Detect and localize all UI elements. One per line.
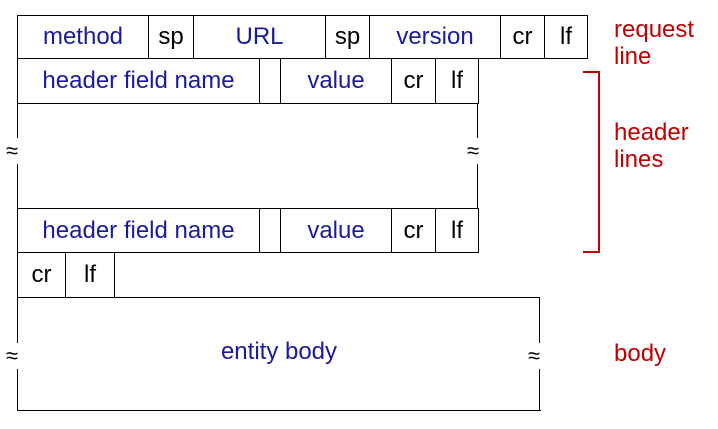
body-label: body bbox=[614, 340, 667, 367]
header-lf: lf bbox=[435, 58, 479, 104]
sp-field-2: sp bbox=[325, 15, 370, 59]
method-field: method bbox=[17, 15, 149, 59]
lf-field: lf bbox=[544, 15, 588, 59]
header-separator bbox=[259, 58, 281, 104]
header-cr: cr bbox=[391, 58, 436, 104]
body-left-squiggle: ≈ bbox=[6, 343, 19, 369]
entity-body-label: entity body bbox=[220, 338, 338, 365]
header-field-name: header field name bbox=[17, 208, 260, 253]
header-cr: cr bbox=[391, 208, 436, 253]
header-lines-label: header lines bbox=[614, 119, 689, 173]
url-field: URL bbox=[193, 15, 326, 59]
header-value: value bbox=[280, 58, 392, 104]
body-right-squiggle: ≈ bbox=[528, 343, 541, 369]
blank-lf-field: lf bbox=[65, 252, 115, 298]
header-value: value bbox=[280, 208, 392, 253]
blank-cr-field: cr bbox=[17, 252, 66, 298]
sp-field-1: sp bbox=[148, 15, 194, 59]
request-line-label: request line bbox=[614, 16, 695, 70]
header-lines-bracket bbox=[583, 71, 600, 253]
header-field-name: header field name bbox=[17, 58, 260, 104]
body-top-edge bbox=[114, 297, 540, 298]
header-separator bbox=[259, 208, 281, 253]
header-right-squiggle: ≈ bbox=[467, 138, 480, 164]
header-lf: lf bbox=[435, 208, 479, 253]
header-left-squiggle: ≈ bbox=[6, 138, 19, 164]
cr-field: cr bbox=[500, 15, 545, 59]
body-bottom-edge bbox=[17, 410, 541, 411]
version-field: version bbox=[369, 15, 501, 59]
